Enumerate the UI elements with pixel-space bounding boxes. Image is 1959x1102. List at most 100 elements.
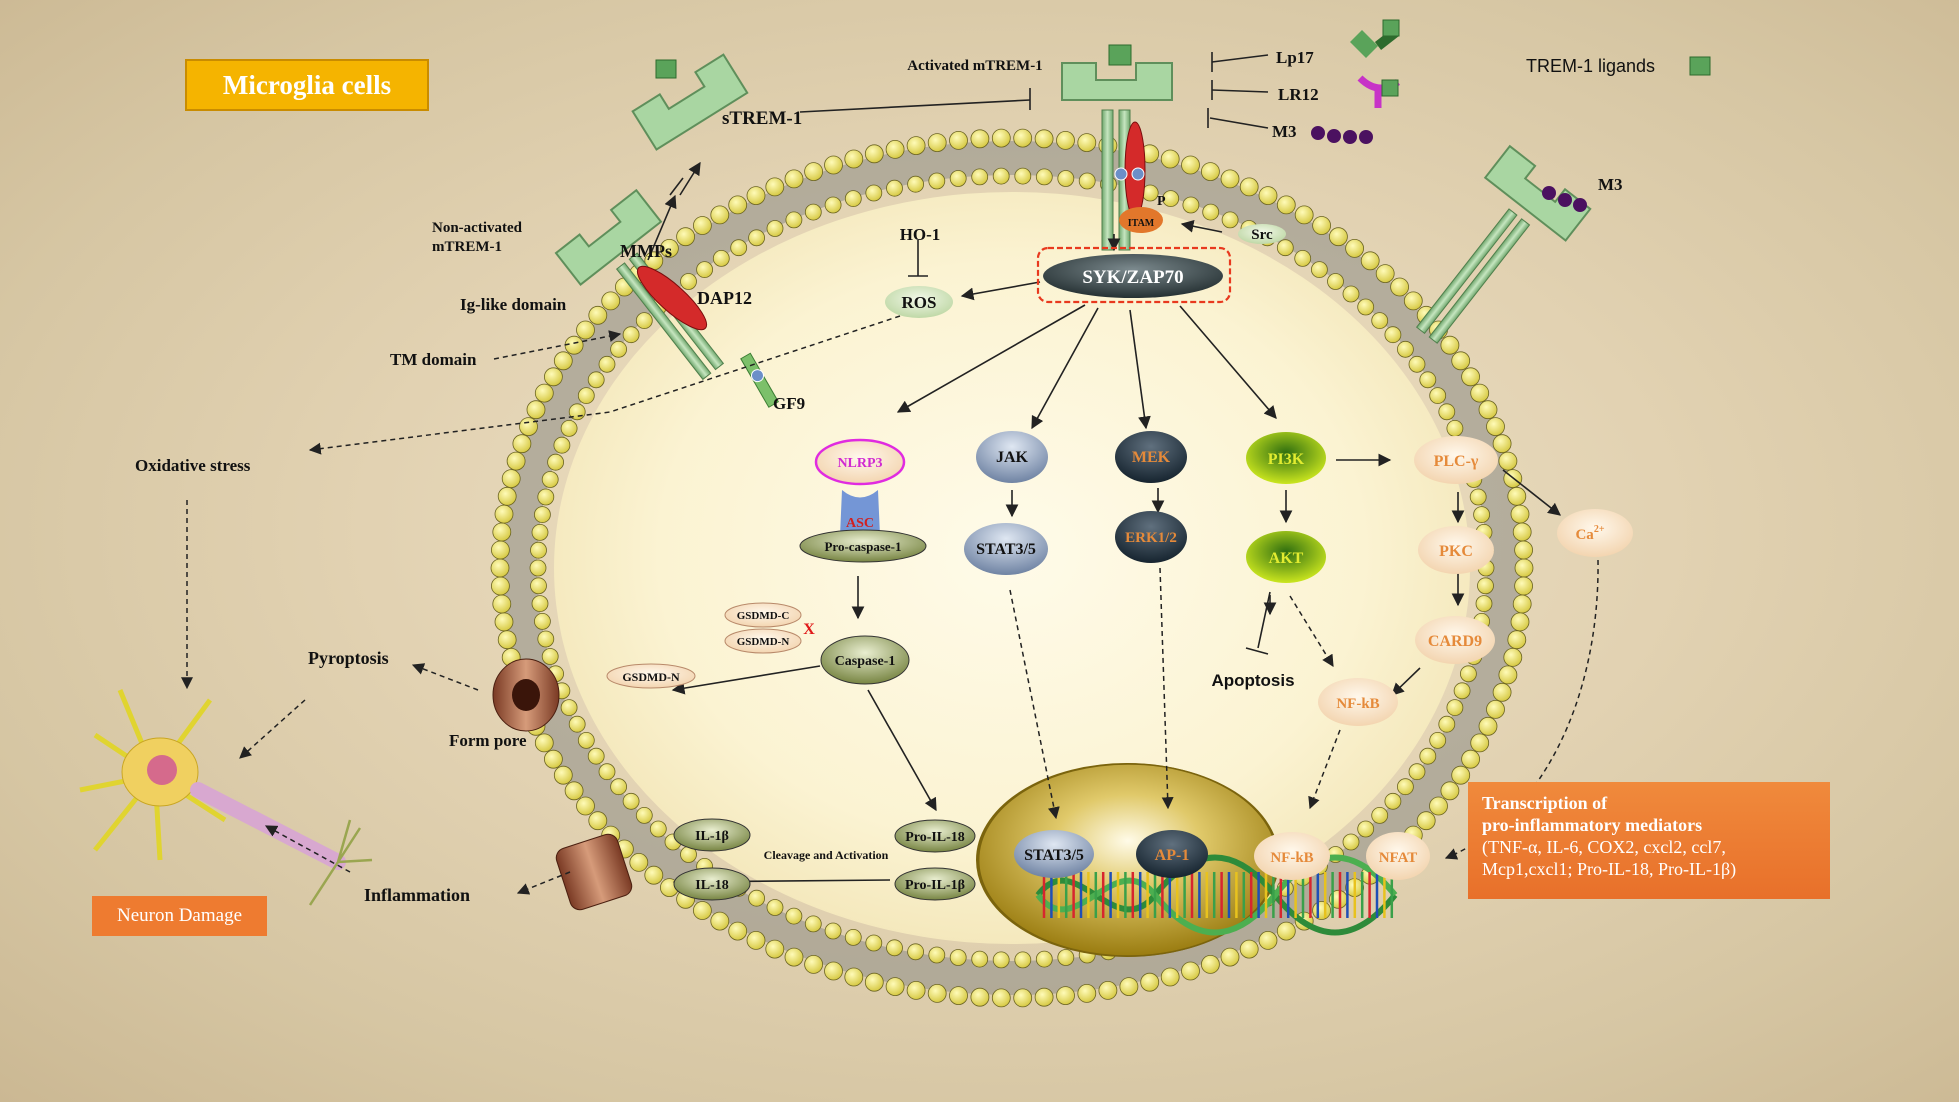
- lipid-head: [844, 929, 862, 946]
- node-ca: Ca2+: [1557, 509, 1633, 557]
- lipid-head: [886, 179, 903, 197]
- lipid-head: [537, 630, 555, 648]
- src-label: Src: [1251, 227, 1273, 243]
- lipid-head: [1077, 984, 1097, 1003]
- lipid-head: [497, 630, 517, 650]
- lipid-head: [564, 781, 584, 801]
- trem1-ligand-cube-icon: [1689, 56, 1711, 76]
- tm-domain-label: TM domain: [390, 350, 477, 369]
- lipid-head: [784, 169, 804, 189]
- phospho-label: P: [1157, 194, 1166, 209]
- lipid-head: [492, 522, 512, 542]
- lipid-head: [1294, 205, 1314, 225]
- lipid-head: [1475, 595, 1493, 612]
- lipid-head: [1202, 203, 1220, 221]
- gasdermin-pore-upper: [492, 658, 560, 732]
- lipid-head: [1098, 981, 1118, 1000]
- jak-label: JAK: [996, 449, 1029, 466]
- lipid-head: [1371, 807, 1389, 824]
- nucleus-ap1: AP-1: [1136, 830, 1208, 878]
- lipid-head: [1035, 168, 1053, 186]
- lipid-head: [568, 715, 586, 733]
- node-stat: STAT3/5: [964, 523, 1048, 575]
- lipid-head: [1057, 949, 1075, 966]
- lipid-head: [1486, 700, 1505, 719]
- lipid-head: [1514, 558, 1534, 578]
- lipid-head: [1119, 977, 1139, 996]
- asc-label: ASC: [846, 516, 874, 531]
- nlrp3-label: NLRP3: [837, 456, 882, 471]
- lipid-head: [1056, 986, 1075, 1005]
- node-pkc: PKC: [1418, 526, 1494, 574]
- transcription-list-1: (TNF-α, IL-6, COX2, cxcl2, ccl7,: [1482, 837, 1726, 857]
- apoptosis-label: Apoptosis: [1211, 671, 1294, 690]
- ca-superscript: 2+: [1594, 524, 1605, 535]
- lipid-head: [907, 175, 924, 193]
- lipid-head: [1342, 833, 1360, 851]
- m3-ligand-icon: [1311, 126, 1373, 144]
- lipid-head: [992, 167, 1010, 185]
- nucleus-ap1-label: AP-1: [1155, 847, 1190, 864]
- m3-dots-right-icon: [1542, 186, 1587, 212]
- lipid-head: [1162, 190, 1180, 208]
- lipid-head: [1035, 950, 1053, 968]
- lipid-head: [1419, 371, 1437, 389]
- lipid-head: [1201, 162, 1220, 182]
- lipid-head: [1384, 326, 1402, 344]
- lipid-head: [928, 172, 946, 190]
- lipid-head: [1514, 576, 1533, 596]
- lipid-head: [1453, 682, 1471, 700]
- lipid-head: [1390, 277, 1409, 297]
- lipid-head: [971, 168, 989, 186]
- ca-label: Ca: [1575, 527, 1594, 543]
- lipid-head: [512, 434, 532, 454]
- lipid-head: [531, 595, 549, 612]
- lipid-head: [494, 504, 514, 524]
- lipid-head: [1470, 383, 1490, 403]
- lipid-head: [541, 648, 559, 665]
- lipid-head: [560, 699, 578, 716]
- lipid-head: [1013, 988, 1033, 1008]
- ligand-cube-icon: [655, 59, 677, 79]
- lipid-head: [1498, 665, 1518, 685]
- lipid-head: [1451, 351, 1471, 371]
- lipid-head: [824, 922, 842, 940]
- lipid-head: [1276, 921, 1296, 941]
- transcription-heading-1: Transcription of: [1482, 793, 1608, 813]
- activated-trem1-receptor: [1061, 44, 1173, 251]
- right-trem1-receptor: [1415, 144, 1592, 344]
- lipid-head: [506, 451, 526, 471]
- lr12-ligand-icon: [1357, 75, 1401, 108]
- lipid-head: [1294, 249, 1312, 267]
- gf9-label: GF9: [773, 394, 805, 413]
- lipid-head: [529, 559, 547, 577]
- lipid-head: [1446, 699, 1464, 716]
- lipid-head: [635, 807, 653, 824]
- lipid-head: [1357, 298, 1375, 316]
- lipid-head: [784, 947, 804, 967]
- node-erk: ERK1/2: [1115, 511, 1187, 563]
- nucleus-nfat: NFAT: [1366, 832, 1430, 880]
- lipid-head: [991, 988, 1011, 1008]
- transcription-heading-2: pro-inflammatory mediators: [1482, 815, 1703, 835]
- ros-label: ROS: [902, 293, 937, 312]
- lipid-head: [1460, 665, 1477, 683]
- lipid-head: [824, 196, 842, 214]
- lipid-head: [1056, 130, 1075, 150]
- lipid-head: [1239, 177, 1259, 197]
- lipid-head: [534, 383, 554, 403]
- title-banner: Microglia cells: [185, 59, 429, 111]
- soluble-trem1-label: sTREM-1: [722, 108, 802, 129]
- lipid-head: [1276, 195, 1296, 215]
- lipid-head: [490, 576, 510, 596]
- lipid-head: [1461, 749, 1480, 769]
- lipid-head: [501, 469, 521, 489]
- pi3k-label: PI3K: [1268, 451, 1305, 468]
- lipid-head: [728, 921, 748, 941]
- lipid-head: [1034, 129, 1054, 149]
- node-il1b: IL-1β: [673, 818, 751, 852]
- lipid-head: [588, 305, 608, 325]
- lipid-head: [1371, 312, 1389, 330]
- lp17-label: Lp17: [1276, 48, 1314, 67]
